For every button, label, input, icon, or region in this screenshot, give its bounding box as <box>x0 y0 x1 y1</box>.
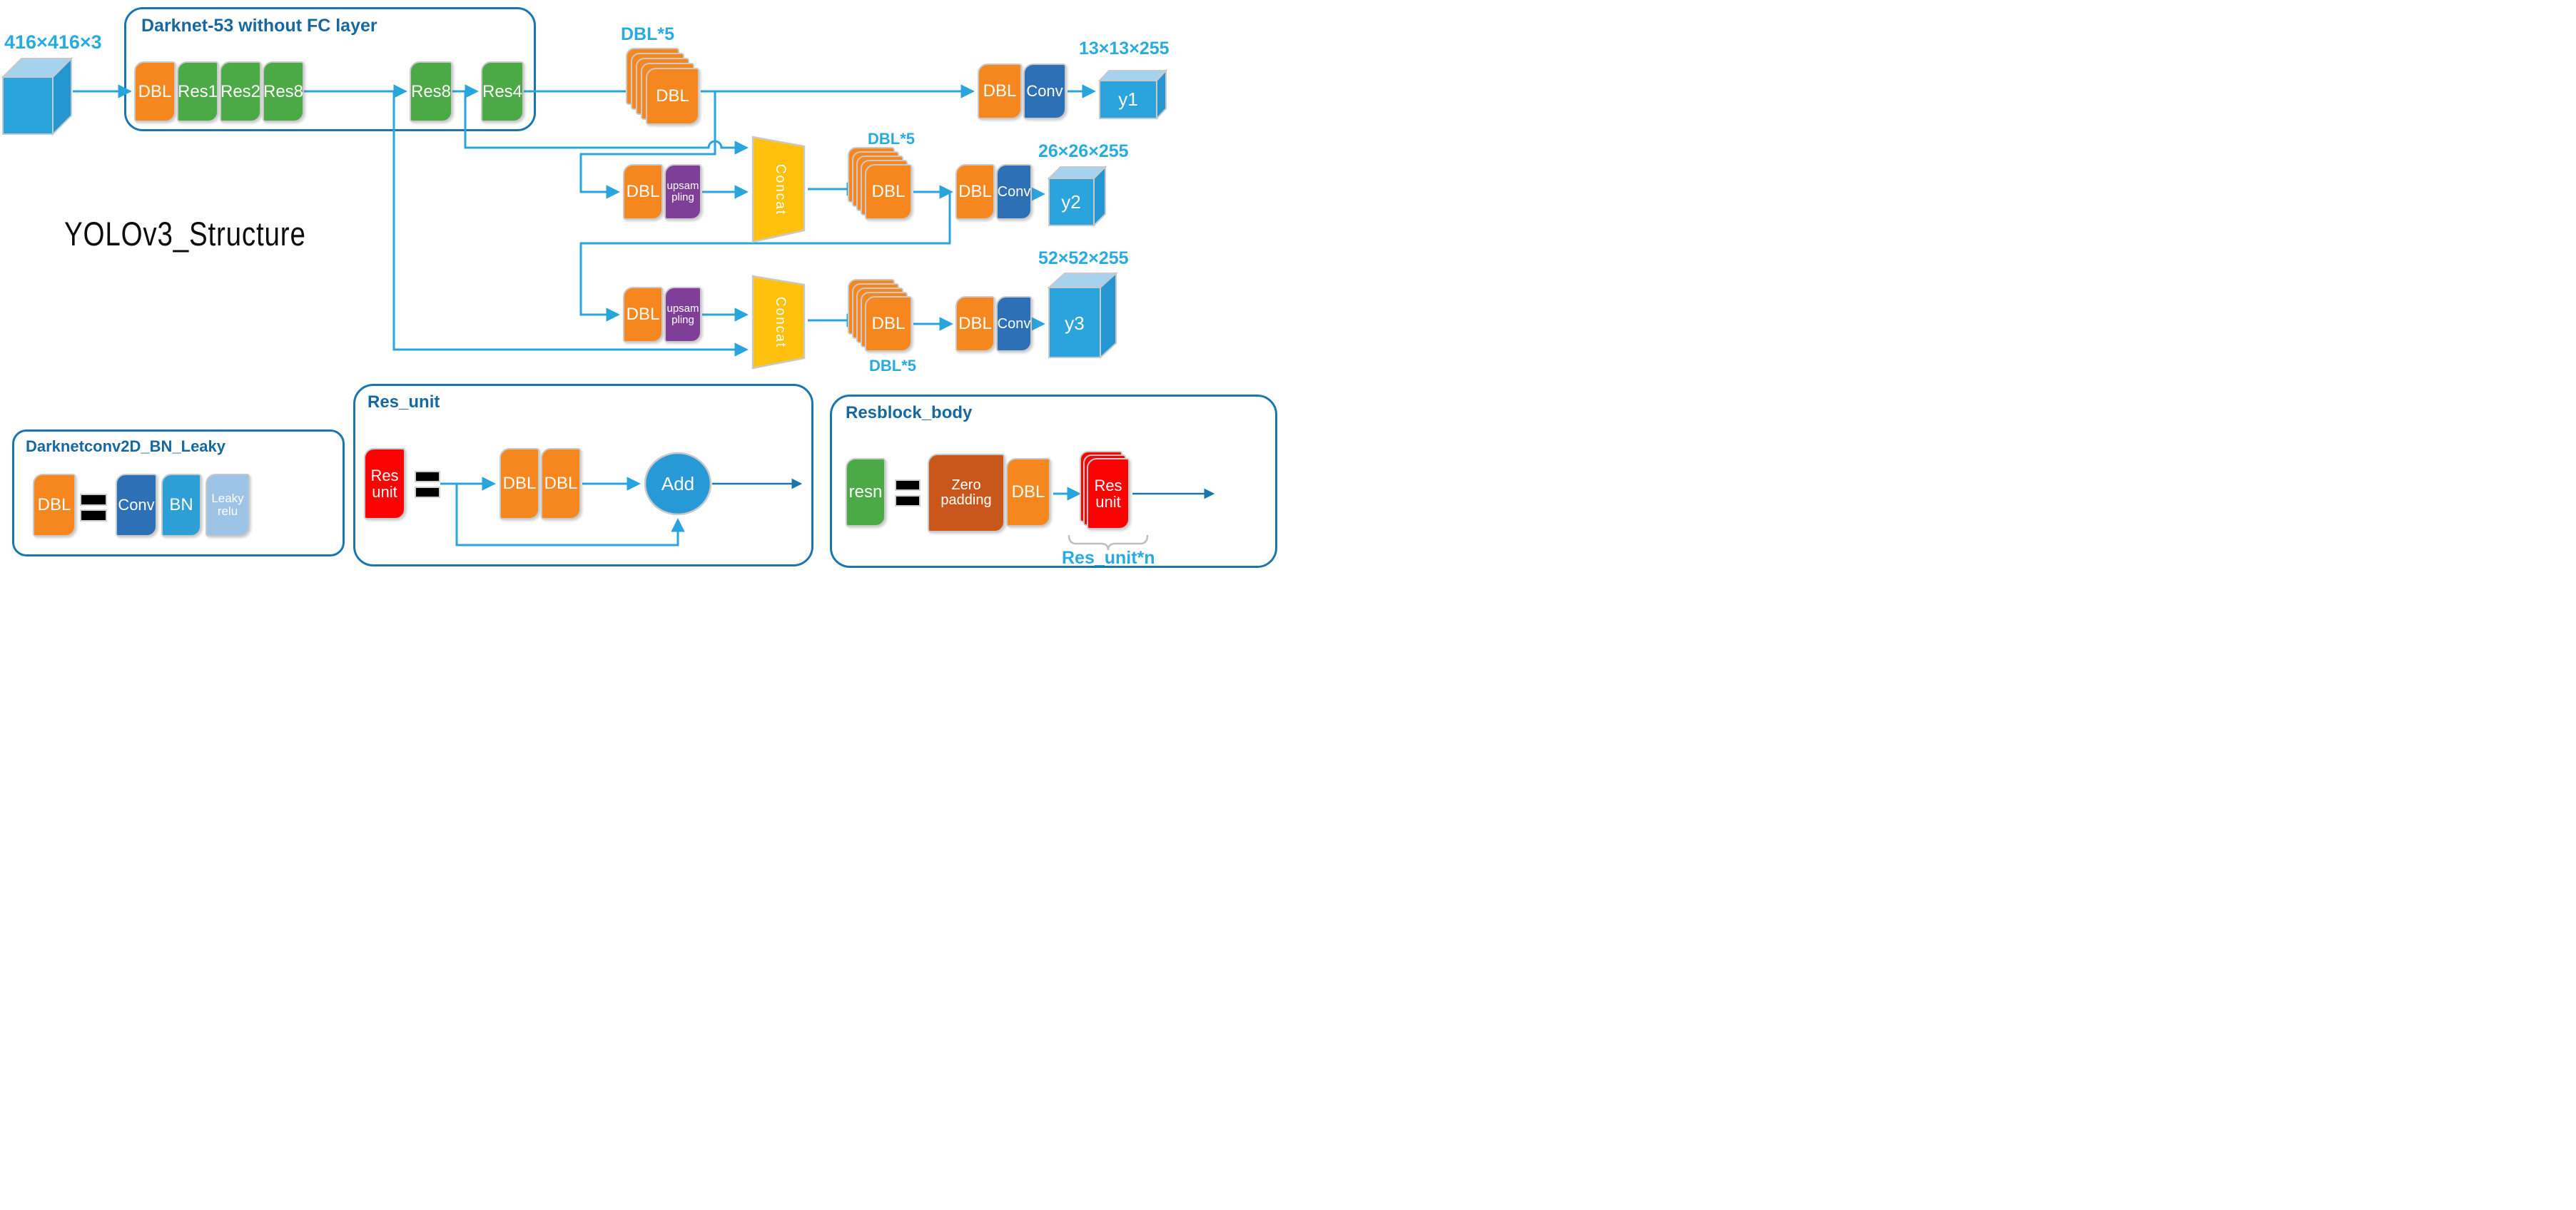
darknet-res8b-label: Res8 <box>410 81 452 101</box>
darknet-res8a-label: Res8 <box>263 81 304 101</box>
conv-box-scale3: Conv <box>996 296 1032 352</box>
concat-trapezoid-scale3: Concat <box>751 275 806 370</box>
legend-resblock-dbl-box: DBL <box>1006 458 1050 527</box>
darknet-res4-label: Res4 <box>482 81 523 101</box>
add-label: Add <box>661 473 694 494</box>
y2-label: y2 <box>1061 191 1080 213</box>
dbl5-label-scale1: DBL*5 <box>621 24 675 44</box>
dbl-box-scale2: DBL <box>623 164 663 220</box>
input-tensor-cube <box>1 56 73 136</box>
leaky-relu-label: Leaky <box>211 492 244 506</box>
res-unit-label: Res <box>370 466 399 484</box>
dbl-box-scale3: DBL <box>623 287 663 342</box>
darknet-dbl-label: DBL <box>138 81 172 101</box>
brace-under-res-unit <box>1068 534 1149 551</box>
upsampling-box-scale3: upsam pling <box>664 287 701 342</box>
bn-label: BN <box>169 495 193 515</box>
legend-dbl-frame <box>12 429 345 556</box>
leaky-relu-label: relu <box>217 504 238 518</box>
conv-box-scale1: Conv <box>1023 63 1066 119</box>
legend-res-unit-frame <box>353 384 813 566</box>
upsampling-label: pling <box>671 314 694 326</box>
darknet53-frame <box>124 7 536 131</box>
y3-output-cube: y3 <box>1047 271 1118 360</box>
diagram-title: YOLOv3_Structure <box>64 215 306 253</box>
concat-label: Concat <box>773 297 788 348</box>
dbl5-front-box-scale3: DBL <box>865 296 912 352</box>
upsampling-label: pling <box>671 191 694 203</box>
darknet-dbl-box: DBL <box>134 61 176 122</box>
darknet53-title: Darknet-53 without FC layer <box>141 16 377 36</box>
legend-resunit-dbl1-box: DBL <box>500 448 539 519</box>
legend-bn-box: BN <box>161 474 201 537</box>
dbl-label: DBL <box>958 182 992 202</box>
conv-label: Conv <box>118 496 155 514</box>
dbl5-label-scale2: DBL*5 <box>868 130 916 148</box>
dbl-label: DBL <box>37 495 71 515</box>
y1-label: y1 <box>1118 88 1137 110</box>
input-dims-label: 416×416×3 <box>4 31 102 53</box>
dbl-label: DBL <box>626 305 660 325</box>
legend-resn-box: resn <box>846 458 886 527</box>
dbl-label: DBL <box>958 314 992 334</box>
y1-dims-label: 13×13×255 <box>1079 39 1170 59</box>
y2-dims-label: 26×26×255 <box>1038 141 1129 161</box>
dbl-box2-scale2: DBL <box>955 164 995 220</box>
zero-padding-label: padding <box>940 492 992 508</box>
upsampling-label: upsam <box>666 180 699 193</box>
darknet-res4-box: Res4 <box>481 61 524 122</box>
conv-label: Conv <box>1026 82 1063 101</box>
dbl-label: DBL <box>871 182 906 202</box>
concat-trapezoid-scale2: Concat <box>751 136 806 243</box>
y2-output-cube: y2 <box>1047 165 1107 228</box>
dbl-box-scale1: DBL <box>978 63 1022 119</box>
dbl-box2-scale3: DBL <box>955 296 995 352</box>
legend-dbl-title: Darknetconv2D_BN_Leaky <box>26 437 226 455</box>
dbl-label: DBL <box>544 474 578 494</box>
y3-label: y3 <box>1065 312 1084 334</box>
dbl-label: DBL <box>871 314 906 334</box>
zero-padding-label: Zero <box>951 477 981 493</box>
y3-dims-label: 52×52×255 <box>1038 248 1129 268</box>
legend-resunit-dbl2-box: DBL <box>541 448 581 519</box>
add-ellipse: Add <box>644 452 712 516</box>
darknet-res8a-box: Res8 <box>263 61 304 122</box>
conv-label: Conv <box>997 183 1031 200</box>
res-unit-label: unit <box>372 483 397 501</box>
legend-resblock-title: Resblock_body <box>846 403 973 422</box>
darknet-res2-label: Res2 <box>220 81 261 101</box>
conv-box-scale2: Conv <box>996 164 1032 220</box>
dbl5-front-box-scale2: DBL <box>865 164 912 220</box>
res-unit-multiplier-label: Res_unit*n <box>1062 548 1155 568</box>
upsampling-label: upsam <box>666 302 699 315</box>
legend-res-unit-title: Res_unit <box>367 392 440 412</box>
conv-label: Conv <box>997 315 1031 332</box>
yolov3-structure-diagram: { "diagram_title": "YOLOv3_Structure", "… <box>0 0 1288 605</box>
dbl-label: DBL <box>656 86 689 106</box>
legend-conv-box: Conv <box>116 474 157 537</box>
dbl-label: DBL <box>502 474 537 494</box>
legend-resblock-frame <box>830 395 1277 568</box>
legend-zero-padding-box: Zero padding <box>928 454 1005 532</box>
dbl-label: DBL <box>983 81 1017 101</box>
concat-label: Concat <box>773 164 788 215</box>
res-unit-label: unit <box>1095 493 1121 511</box>
darknet-res1-box: Res1 <box>177 61 218 122</box>
dbl5-front-box-scale1: DBL <box>646 68 699 125</box>
y1-output-cube: y1 <box>1097 68 1168 121</box>
legend-res-unit-box: Res unit <box>364 448 405 519</box>
dbl-label: DBL <box>626 182 660 202</box>
legend-dbl-box: DBL <box>33 474 76 537</box>
darknet-res2-box: Res2 <box>220 61 261 122</box>
darknet-res8b-box: Res8 <box>410 61 452 122</box>
res-unit-stack-front-box: Res unit <box>1087 458 1130 529</box>
resn-label: resn <box>848 482 883 502</box>
dbl5-label-scale3: DBL*5 <box>869 357 917 375</box>
dbl-label: DBL <box>1011 482 1045 502</box>
darknet-res1-label: Res1 <box>177 81 218 101</box>
legend-leaky-relu-box: Leaky relu <box>206 474 250 537</box>
upsampling-box-scale2: upsam pling <box>664 164 701 220</box>
res-unit-label: Res <box>1094 476 1122 494</box>
